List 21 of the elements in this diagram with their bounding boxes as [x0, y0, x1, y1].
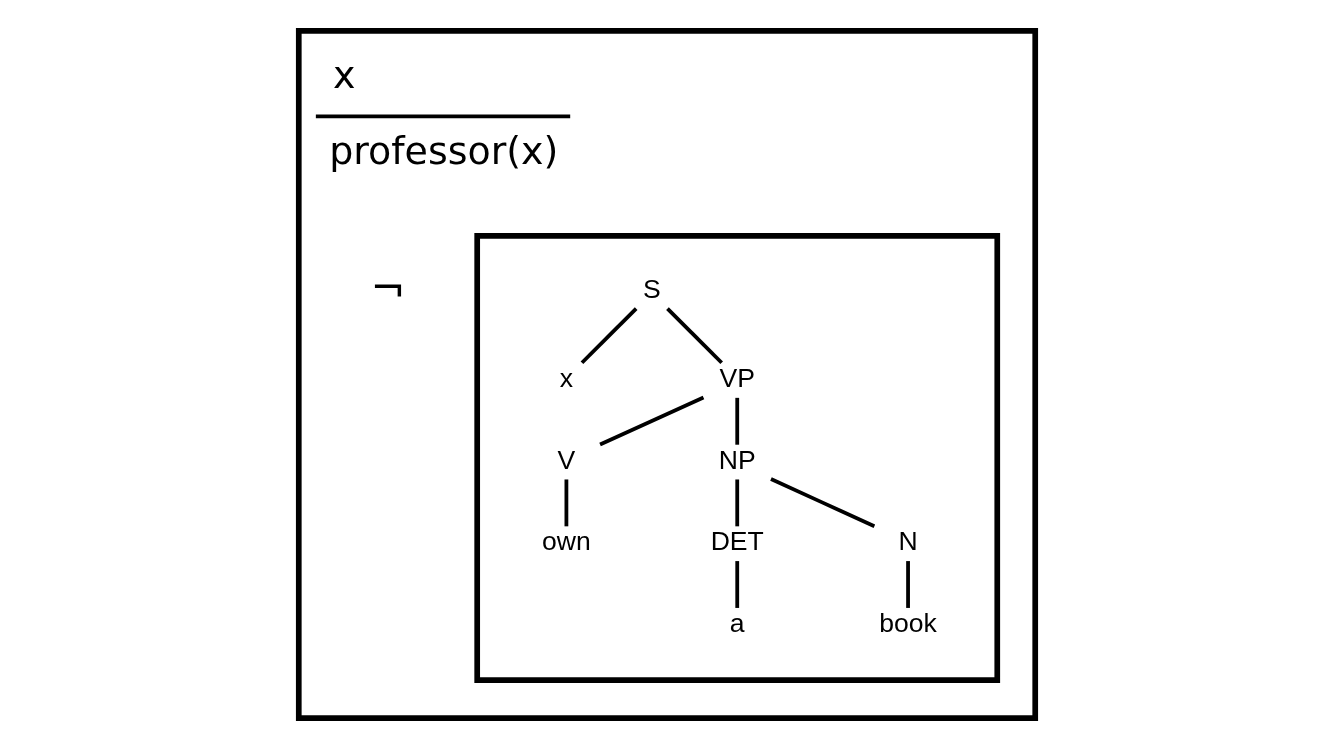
connector [599, 395, 705, 447]
connector [735, 479, 740, 527]
connector [770, 477, 876, 528]
connector [666, 307, 723, 365]
node-text: NP [718, 444, 756, 475]
node-text: S [642, 274, 661, 305]
node-text: own [542, 526, 591, 557]
cluster [474, 233, 1001, 683]
connector [735, 561, 740, 608]
node-text: N [898, 526, 918, 557]
node-text: DET [710, 526, 764, 557]
node-text: x [559, 363, 574, 394]
label: ¬ [370, 262, 406, 312]
connector [580, 307, 638, 365]
connector [564, 479, 569, 527]
node-text: VP [719, 363, 755, 394]
node-text: V [557, 444, 576, 475]
node-text: a [729, 608, 745, 639]
connector [735, 397, 740, 445]
node-text: book [879, 608, 937, 639]
connector [906, 561, 910, 608]
